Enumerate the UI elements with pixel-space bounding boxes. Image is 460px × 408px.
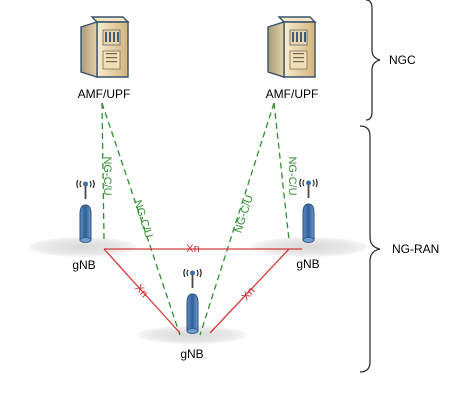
left-gnb-shadow	[29, 237, 137, 257]
xn-link-right-bottom	[209, 248, 290, 334]
server-icon	[267, 16, 317, 78]
ng-interface-label: NG-C/U	[131, 199, 155, 240]
ran-nodes: gNB gNB gNB	[72, 178, 320, 361]
link-labels: NG-C/U NG-C/U NG-C/U NG-C/U Xn Xn Xn	[101, 156, 298, 303]
ng-interface-label: NG-C/U	[101, 156, 113, 195]
section-braces: NGC NG-RAN	[359, 0, 439, 373]
ng-link-core2-gnb-bottom	[199, 102, 275, 336]
ngc-section-label: NGC	[389, 53, 416, 67]
gnb-antenna-icon	[76, 179, 95, 243]
ng-interface-label: NG-C/U	[286, 156, 298, 195]
xn-interface-label: Xn	[240, 285, 258, 303]
ng-ran-brace	[359, 125, 381, 373]
bottom-gnb-shadow	[137, 326, 247, 344]
ng-link-core1-gnb-left	[101, 102, 105, 241]
ran-node-label: gNB	[296, 257, 319, 271]
ng-link-core1-gnb-bottom	[101, 102, 181, 336]
xn-interface-label: Xn	[186, 243, 199, 255]
ground-shadows	[29, 237, 367, 344]
core-node-label: AMF/UPF	[266, 87, 319, 101]
core-nodes: AMF/UPF AMF/UPF	[78, 16, 319, 101]
ran-node-label: gNB	[180, 347, 203, 361]
interface-links	[101, 102, 302, 336]
gnb-antenna-icon	[299, 178, 318, 243]
ng-interface-label: NG-C/U	[232, 194, 256, 235]
xn-link-left-bottom	[103, 248, 181, 334]
gnb-antenna-icon	[183, 268, 202, 334]
ng-link-core2-gnb-right	[273, 102, 290, 241]
core-node-label: AMF/UPF	[78, 87, 131, 101]
server-icon	[80, 16, 130, 78]
ran-node-label: gNB	[72, 258, 95, 272]
right-gnb-shadow	[251, 237, 367, 257]
ng-ran-section-label: NG-RAN	[392, 242, 439, 256]
ngc-brace	[365, 0, 381, 121]
